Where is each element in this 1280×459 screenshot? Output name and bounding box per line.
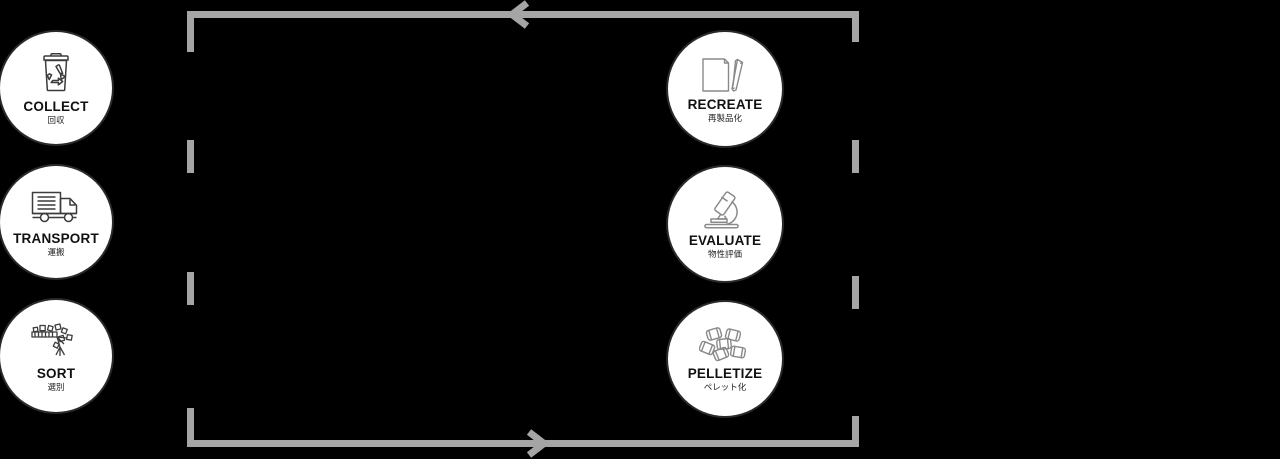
node-label: PELLETIZE [687, 365, 763, 381]
node-pelletize[interactable]: PELLETIZE ペレット化 [668, 302, 782, 416]
node-transport[interactable]: TRANSPORT 運搬 [0, 166, 112, 278]
microscope-icon [701, 190, 749, 230]
right-rail-dash-2 [852, 276, 859, 309]
node-label: COLLECT [23, 98, 89, 114]
left-rail-dash-1 [187, 140, 194, 173]
node-sublabel: 物性評価 [707, 249, 742, 259]
node-label: EVALUATE [688, 232, 762, 248]
node-sublabel: ペレット化 [703, 382, 747, 392]
folder-and-pen-icon [700, 56, 750, 94]
node-sort[interactable]: SORT 選別 [0, 300, 112, 412]
truck-icon [30, 188, 82, 228]
bottom-arrow-head-right-icon [526, 429, 550, 458]
pellets-icon [698, 326, 751, 363]
left-rail-dash-2 [187, 272, 194, 305]
sorting-conveyor-icon [30, 321, 82, 363]
node-label: TRANSPORT [13, 230, 99, 246]
node-sublabel: 選別 [47, 382, 65, 392]
node-recreate[interactable]: RECREATE 再製品化 [668, 32, 782, 146]
node-label: RECREATE [687, 96, 763, 112]
right-rail-dash-1 [852, 140, 859, 173]
node-collect[interactable]: COLLECT 回収 [0, 32, 112, 144]
node-sublabel: 回収 [47, 115, 65, 125]
node-sublabel: 再製品化 [707, 113, 742, 123]
node-sublabel: 運搬 [47, 247, 65, 257]
node-evaluate[interactable]: EVALUATE 物性評価 [668, 167, 782, 281]
node-label: SORT [36, 365, 76, 381]
recycling-bin-icon [34, 52, 78, 96]
top-arrow-head-left-icon [506, 0, 530, 29]
